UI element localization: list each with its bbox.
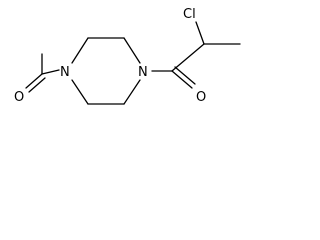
bond-carbonyl-o-left-2 bbox=[28, 77, 46, 93]
bond-carbonyl-alpha-carbon bbox=[171, 43, 205, 72]
bond-carbonyl-n-left bbox=[41, 69, 60, 75]
atom-label-n-right: N bbox=[138, 65, 148, 80]
bond-ring-n-left-upper bbox=[71, 37, 89, 64]
bond-ring-n-right-lower bbox=[123, 79, 141, 105]
atom-label-n-left: N bbox=[60, 65, 70, 80]
bond-ring-upper-n-right bbox=[123, 37, 141, 64]
bond-carbonyl-o-right-1 bbox=[171, 70, 193, 89]
bond-ring-lower-n-left bbox=[71, 79, 89, 105]
atom-label-o-left: O bbox=[14, 90, 24, 105]
chemical-structure: N N O O Cl bbox=[14, 7, 241, 105]
atom-label-cl: Cl bbox=[183, 7, 196, 22]
bond-carbonyl-o-right-2 bbox=[174, 66, 196, 85]
bond-alpha-carbon-cl bbox=[195, 21, 205, 45]
atom-label-o-right: O bbox=[196, 90, 206, 105]
bond-carbonyl-o-left-1 bbox=[25, 73, 43, 89]
